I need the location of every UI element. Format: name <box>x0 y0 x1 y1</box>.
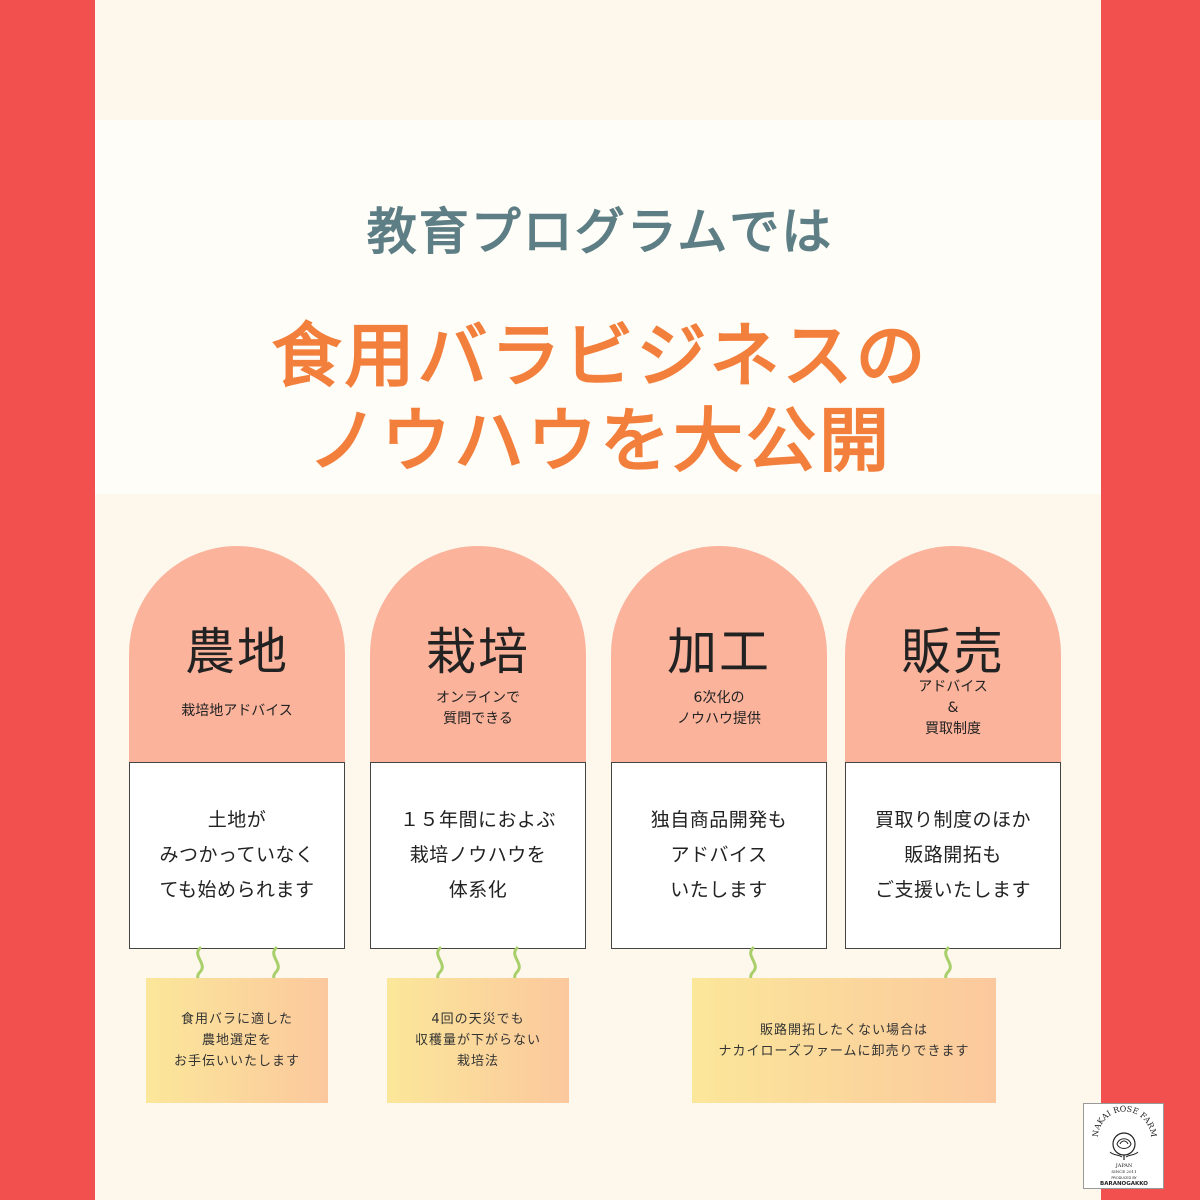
card-body-line: アドバイス <box>670 844 768 866</box>
left-accent-bar <box>0 0 95 1200</box>
note-card: 販路開拓したくない場合は ナカイローズファームに卸売りできます <box>692 978 996 1103</box>
card-arch: 農地 栽培地アドバイス <box>129 546 345 762</box>
card-body-line: ご支援いたします <box>874 879 1031 901</box>
note-line: 食用バラに適した <box>180 1012 293 1027</box>
card-description: 6次化の ノウハウ提供 <box>611 688 827 730</box>
page-subtitle: 教育プログラムでは <box>366 203 834 261</box>
note-card: 食用バラに適した 農地選定を お手伝いいたします <box>146 978 328 1103</box>
card-arch: 加工 6次化の ノウハウ提供 <box>611 546 827 762</box>
card-description: アドバイス & 買取制度 <box>845 677 1061 740</box>
card-description-line: & <box>947 700 959 716</box>
card-body: 独自商品開発も アドバイス いたします <box>611 762 827 949</box>
card-body: １５年間におよぶ 栽培ノウハウを 体系化 <box>370 762 586 949</box>
right-accent-bar <box>1101 0 1200 1200</box>
card-body-line: 買取り制度のほか <box>874 809 1031 831</box>
card-body: 土地が みつかっていなく ても始められます <box>129 762 345 949</box>
note-line: 収穫量が下がらない <box>414 1033 541 1048</box>
rose-logo-icon: NAKAI ROSE FARM JAPAN SINCE 2011 PRODUCE… <box>1091 1104 1158 1187</box>
page-headline-line2: ノウハウを大公開 <box>308 400 892 482</box>
card-description-line: オンラインで <box>436 690 520 706</box>
note-line: 販路開拓したくない場合は <box>759 1022 928 1038</box>
title-panel <box>95 120 1101 494</box>
page-headline-line1: 食用バラビジネスの <box>271 315 929 397</box>
card-title: 栽培 <box>426 623 530 681</box>
card-description-line: 買取制度 <box>925 721 981 737</box>
logo-school: BARANOGAKKO <box>1100 1181 1148 1187</box>
note-card: 4回の天災でも 収穫量が下がらない 栽培法 <box>387 978 569 1103</box>
brand-logo: NAKAI ROSE FARM JAPAN SINCE 2011 PRODUCE… <box>1083 1103 1164 1189</box>
card-body-line: ても始められます <box>159 879 315 901</box>
note-line: お手伝いいたします <box>173 1054 300 1069</box>
card-description-line: 栽培地アドバイス <box>181 703 293 719</box>
card-description: オンラインで 質問できる <box>370 688 586 730</box>
note-line: 4回の天災でも <box>431 1012 525 1027</box>
card-description-line: アドバイス <box>918 679 988 695</box>
logo-since: SINCE 2011 <box>1111 1169 1136 1174</box>
note-line: 農地選定を <box>201 1033 272 1048</box>
card-description-line: 6次化の <box>693 690 745 706</box>
card-arch: 栽培 オンラインで 質問できる <box>370 546 586 762</box>
card-body-line: 体系化 <box>448 879 508 901</box>
card-body-line: 独自商品開発も <box>650 809 788 831</box>
card-title: 販売 <box>901 623 1005 681</box>
note-line: ナカイローズファームに卸売りできます <box>718 1043 970 1059</box>
card-body-line: 土地が <box>207 809 267 831</box>
logo-produced-by: PRODUCED BY <box>1111 1176 1137 1180</box>
card-body-line: 販路開拓も <box>904 844 1002 866</box>
card-body-line: １５年間におよぶ <box>399 809 556 831</box>
card-description-line: 質問できる <box>443 711 513 727</box>
card-body: 買取り制度のほか 販路開拓も ご支援いたします <box>845 762 1061 949</box>
card-body-line: 栽培ノウハウを <box>409 844 547 866</box>
card-description: 栽培地アドバイス <box>129 701 345 722</box>
card-description-line: ノウハウ提供 <box>677 711 761 727</box>
card-title: 加工 <box>667 623 771 681</box>
note-line: 栽培法 <box>456 1054 499 1069</box>
logo-country: JAPAN <box>1115 1163 1133 1169</box>
card-arch: 販売 アドバイス & 買取制度 <box>845 546 1061 762</box>
card-body-line: みつかっていなく <box>159 844 315 866</box>
card-body-line: いたします <box>670 879 768 901</box>
card-title: 農地 <box>185 623 289 681</box>
